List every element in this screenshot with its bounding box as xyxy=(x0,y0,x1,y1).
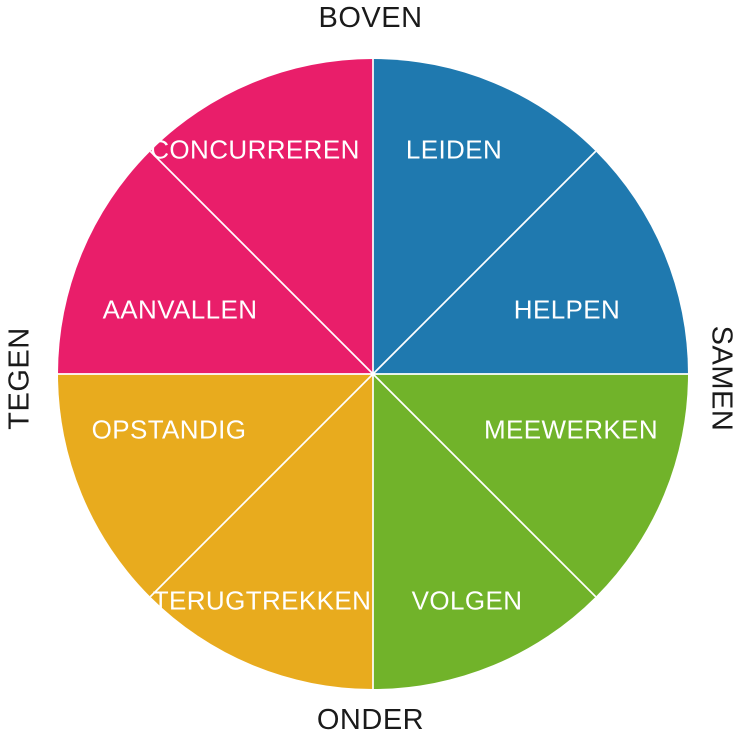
segment-label-concurreren[interactable]: CONCURREREN xyxy=(150,134,360,165)
segment-leiden[interactable] xyxy=(373,59,596,374)
segment-label-leiden[interactable]: LEIDEN xyxy=(405,134,503,165)
segment-label-meewerken[interactable]: MEEWERKEN xyxy=(483,414,659,445)
divider-diagonal-nesw xyxy=(149,150,597,598)
axis-label-samen: SAMEN xyxy=(705,325,738,432)
segment-label-volgen[interactable]: VOLGEN xyxy=(411,585,523,616)
segment-meewerken[interactable] xyxy=(373,374,688,597)
wheel-segments xyxy=(58,59,688,689)
segment-helpen[interactable] xyxy=(373,151,688,374)
segment-label-terugtrekken[interactable]: TERUGTREKKEN xyxy=(152,585,372,616)
segment-concurreren[interactable] xyxy=(150,59,373,374)
segment-volgen[interactable] xyxy=(373,374,596,689)
axis-label-onder: ONDER xyxy=(316,704,425,736)
segment-aanvallen[interactable] xyxy=(58,151,373,374)
segment-label-helpen[interactable]: HELPEN xyxy=(513,294,621,325)
axis-label-tegen: TEGEN xyxy=(3,327,36,430)
segment-label-aanvallen[interactable]: AANVALLEN xyxy=(102,294,258,325)
wheel-dividers xyxy=(58,59,688,689)
segment-label-opstandig[interactable]: OPSTANDIG xyxy=(91,414,247,445)
segment-opstandig[interactable] xyxy=(58,374,373,597)
segment-terugtrekken[interactable] xyxy=(150,374,373,689)
axis-label-boven: BOVEN xyxy=(318,2,423,34)
